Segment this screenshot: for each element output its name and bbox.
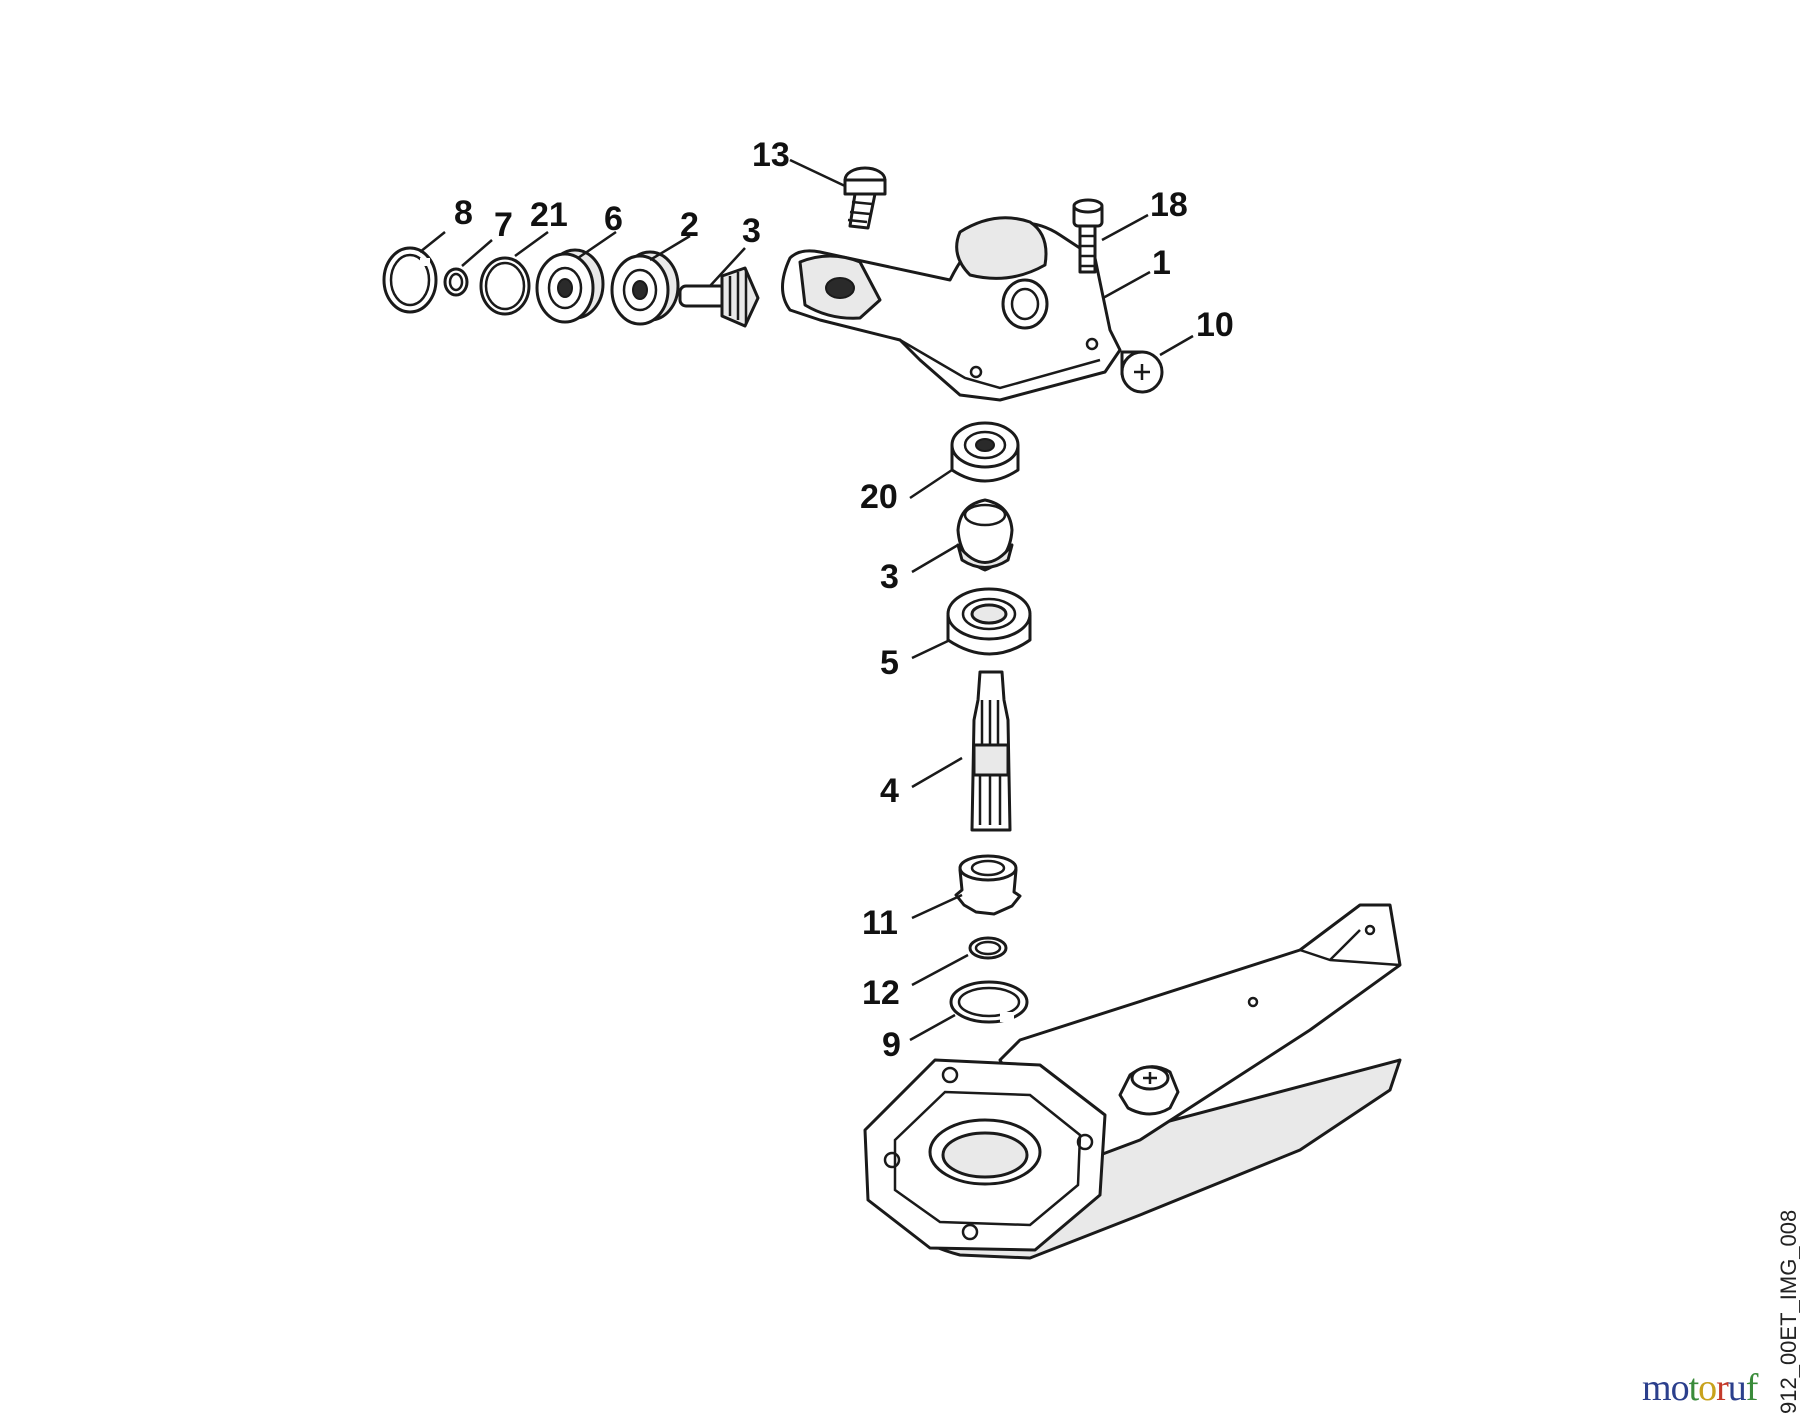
callout-21: 21 <box>530 196 568 234</box>
part-12-ring <box>968 936 1008 960</box>
callout-20: 20 <box>860 478 898 516</box>
part-6-ball-bearing <box>535 248 605 324</box>
part-13-screw <box>843 166 887 230</box>
brand-letter: t <box>1688 1367 1700 1409</box>
part-3-bevel-pinion-shaft <box>678 266 760 328</box>
part-20-ball-bearing <box>950 421 1020 483</box>
callout-7: 7 <box>494 206 513 244</box>
brand-letter: f <box>1745 1367 1759 1409</box>
brand-logo: motoruf <box>1642 1366 1759 1410</box>
callout-2: 2 <box>680 206 699 244</box>
brand-letter: r <box>1716 1367 1729 1409</box>
part-21-oring <box>479 256 531 316</box>
image-code: 912_00ET_IMG_008 <box>1776 1210 1800 1414</box>
part-10-plug-screw <box>1120 350 1164 394</box>
callout-8: 8 <box>454 194 473 232</box>
part-8-circlip <box>382 246 438 314</box>
part-9-circlip <box>949 980 1029 1024</box>
callout-3-mid: 3 <box>880 558 899 596</box>
callout-3-top: 3 <box>742 212 761 250</box>
callout-11: 11 <box>862 904 898 942</box>
callout-13: 13 <box>752 136 790 174</box>
callout-9: 9 <box>882 1026 901 1064</box>
callout-6: 6 <box>604 200 623 238</box>
callout-1: 1 <box>1152 244 1171 282</box>
part-11-drive-pinion <box>954 854 1022 916</box>
part-18-screw <box>1072 198 1104 274</box>
part-4-spline-shaft <box>970 670 1012 832</box>
callout-4: 4 <box>880 772 899 810</box>
gear-housing-base <box>863 903 1402 1260</box>
part-1-gear-housing <box>781 216 1122 402</box>
brand-letter: m <box>1642 1367 1672 1409</box>
callout-18: 18 <box>1150 186 1188 224</box>
part-2-ball-bearing <box>610 250 680 326</box>
leader-lines <box>419 158 1194 1042</box>
callout-10: 10 <box>1196 306 1234 344</box>
part-7-ring <box>443 267 469 297</box>
callout-5: 5 <box>880 644 899 682</box>
part-3-bevel-gear <box>956 498 1014 572</box>
callout-12: 12 <box>862 974 900 1012</box>
brand-letter: o <box>1670 1367 1690 1409</box>
part-5-ball-bearing <box>946 587 1032 656</box>
brand-letter: u <box>1727 1367 1747 1409</box>
brand-letter: o <box>1698 1367 1717 1409</box>
